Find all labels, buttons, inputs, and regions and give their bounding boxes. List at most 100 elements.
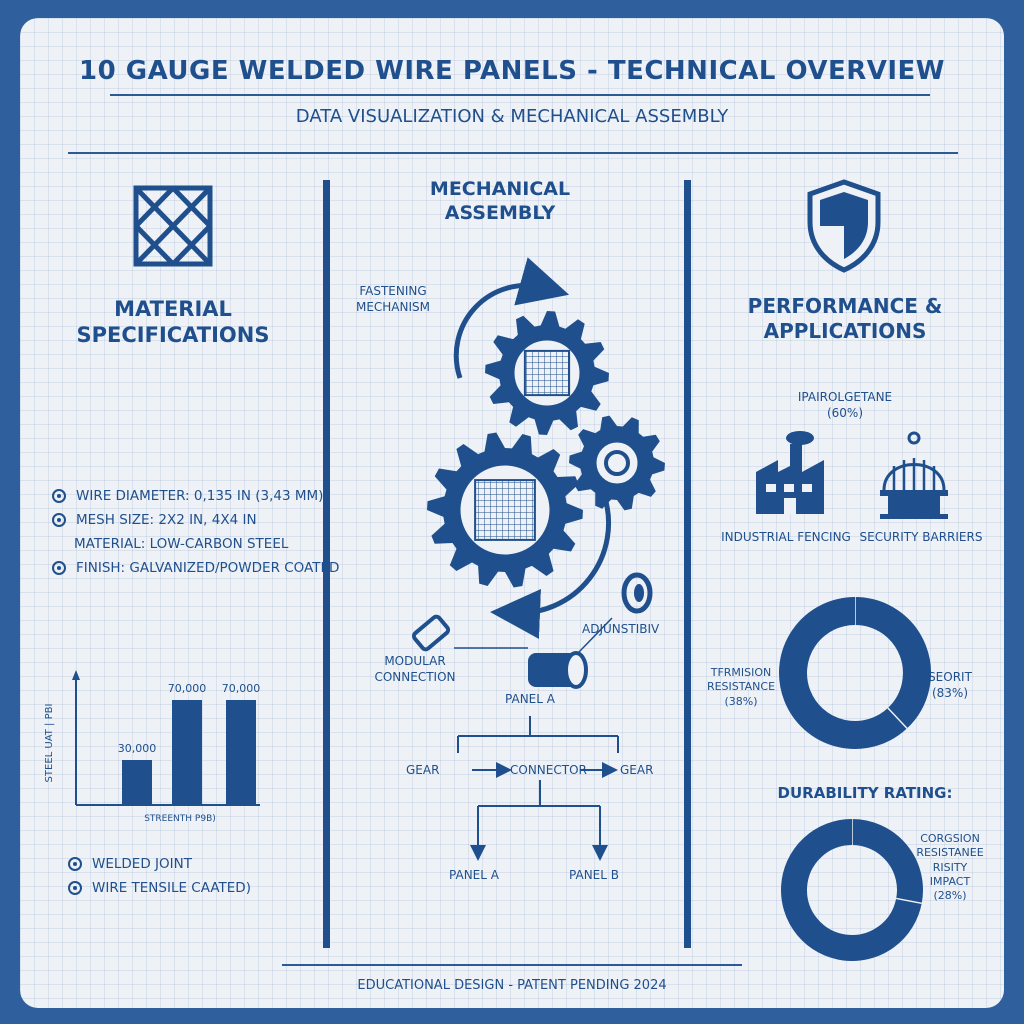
modular-label-line2: CONNECTION <box>374 669 456 684</box>
donut2-label-line2: RESISTANEE <box>916 846 984 860</box>
fastening-label-line2: MECHANISM <box>355 299 431 314</box>
footer-divider <box>282 964 742 966</box>
page-title: 10 GAUGE WELDED WIRE PANELS - TECHNICAL … <box>79 56 945 86</box>
fastening-label: FASTENING MECHANISM <box>338 284 448 315</box>
legend-item: WIRE TENSILE CAATED) <box>68 880 251 896</box>
shield-icon <box>807 179 881 273</box>
bolt-icon <box>411 614 451 652</box>
donut-slice <box>779 597 908 749</box>
wire-mesh-icon <box>133 185 213 267</box>
bar <box>172 700 202 805</box>
resistance-donut-chart <box>779 597 931 749</box>
column-divider-right <box>684 180 691 948</box>
gear-bullet-icon <box>52 561 66 575</box>
spec-finish: FINISH: GALVANIZED/POWDER COATED <box>76 560 340 576</box>
donut2-label-line4: IMPACT <box>929 874 971 888</box>
connector-cylinder-icon <box>528 651 588 689</box>
legend-welded-joint: WELDED JOINT <box>92 856 192 872</box>
performance-top-label: IPAIROLGETANE (60%) <box>780 390 910 421</box>
donut1-right-label-line2: (83%) <box>931 685 969 700</box>
footer-text: EDUCATIONAL DESIGN - PATENT PENDING 2024 <box>357 978 667 993</box>
blueprint-sheet: 10 GAUGE WELDED WIRE PANELS - TECHNICAL … <box>20 18 1004 1008</box>
gear-bullet-icon <box>52 513 66 527</box>
bar <box>226 700 256 805</box>
x-axis-label: STREENTH P9B) <box>144 814 216 824</box>
gear-small-icon <box>569 415 665 511</box>
gear-top-icon <box>485 311 609 435</box>
leader-line <box>577 617 613 654</box>
y-axis-arrow-icon <box>72 670 80 680</box>
legend-wire-tensile: WIRE TENSILE CAATED) <box>92 880 251 896</box>
title-underline <box>110 94 930 96</box>
bar-value-label: 70,000 <box>222 682 261 695</box>
donut2-label: CORGSION RESISTANEE RISITY IMPACT (28%) <box>910 832 990 903</box>
adjuster-cap-icon <box>621 572 653 614</box>
material-specs-heading: MATERIAL SPECIFICATIONS <box>60 296 286 349</box>
adjustable-label: ADJUNSTIBIV <box>582 622 660 636</box>
mechanical-assembly-heading-line2: ASSEMBLY <box>444 201 556 224</box>
material-specs-heading-line2: SPECIFICATIONS <box>76 323 270 348</box>
performance-heading: PERFORMANCE & APPLICATIONS <box>720 294 970 344</box>
mechanical-assembly-heading-line1: MECHANICAL <box>429 178 571 200</box>
bar-value-label: 70,000 <box>168 682 207 695</box>
flow-connector: CONNECTOR <box>510 763 587 777</box>
security-cage-icon <box>880 431 948 519</box>
app-industrial-fencing: INDUSTRIAL FENCING <box>721 530 851 544</box>
donut1-left-label-line3: (38%) <box>724 694 758 708</box>
column-divider-left <box>323 180 330 948</box>
donut1-right-label-line1: SEORIT <box>928 670 972 684</box>
donut-slice <box>851 819 923 904</box>
gear-bullet-icon <box>68 881 82 895</box>
y-axis-label: STEEL UAT | PBI <box>44 704 55 783</box>
donut2-label-line3: RISITY <box>932 860 968 874</box>
performance-heading-line2: APPLICATIONS <box>763 319 927 343</box>
durability-title: DURABILITY RATING: <box>777 784 953 802</box>
donut-slice <box>854 597 931 729</box>
spec-mesh-size: MESH SIZE: 2X2 IN, 4X4 IN <box>76 512 257 528</box>
modular-connection-label: MODULAR CONNECTION <box>360 654 470 685</box>
gear-large-icon <box>427 432 583 588</box>
gear-bullet-icon <box>68 857 82 871</box>
donut-slice <box>781 819 922 961</box>
bar-value-label: 30,000 <box>118 742 157 755</box>
factory-icon <box>756 431 824 514</box>
spec-item: FINISH: GALVANIZED/POWDER COATED <box>52 560 339 576</box>
spec-material: MATERIAL: LOW-CARBON STEEL <box>74 536 289 552</box>
flow-panel-a-top: PANEL A <box>505 692 555 706</box>
rotation-arrow-icon <box>453 257 570 379</box>
flow-panel-a-bottom: PANEL A <box>449 868 499 882</box>
flow-panel-b-bottom: PANEL B <box>569 868 619 882</box>
flow-gear-left: GEAR <box>406 763 440 777</box>
legend-item: WELDED JOINT <box>68 856 192 872</box>
gear-bullet-icon <box>52 489 66 503</box>
header-divider <box>68 152 958 154</box>
performance-top-label-line2: (60%) <box>826 405 864 420</box>
mechanical-assembly-heading: MECHANICAL ASSEMBLY <box>400 178 600 226</box>
modular-label-line1: MODULAR <box>384 654 446 668</box>
strength-bar-chart: STEEL UAT | PBI STREENTH P9B) 30,000 70,0… <box>44 670 261 824</box>
donut-slice-divider <box>896 897 922 905</box>
donut1-left-label: TFRMISION RESISTANCE (38%) <box>696 666 786 709</box>
durability-donut-chart <box>781 819 923 961</box>
app-security-barriers: SECURITY BARRIERS <box>859 530 983 544</box>
material-specs-heading-line1: MATERIAL <box>114 297 232 321</box>
gear-assembly-illustration <box>411 257 665 689</box>
spec-wire-diameter: WIRE DIAMETER: 0,135 IN (3,43 MM) <box>76 488 324 504</box>
performance-top-label-line1: IPAIROLGETANE <box>797 390 893 404</box>
spec-item: MATERIAL: LOW-CARBON STEEL <box>74 536 288 552</box>
donut1-left-label-line2: RESISTANCE <box>706 680 776 694</box>
rotation-arrow-icon <box>490 497 612 639</box>
assembly-flow-diagram <box>457 716 619 861</box>
donut1-left-label-line1: TFRMISION <box>710 666 772 679</box>
donut-slice-divider <box>887 707 908 729</box>
fastening-label-line1: FASTENING <box>359 284 427 298</box>
spec-item: WIRE DIAMETER: 0,135 IN (3,43 MM) <box>52 488 323 504</box>
flow-gear-right: GEAR <box>620 763 654 777</box>
donut1-right-label: SEORIT (83%) <box>920 670 980 701</box>
performance-heading-line1: PERFORMANCE & <box>747 294 943 318</box>
spec-item: MESH SIZE: 2X2 IN, 4X4 IN <box>52 512 257 528</box>
page-subtitle: DATA VISUALIZATION & MECHANICAL ASSEMBLY <box>295 106 729 127</box>
donut2-label-line1: CORGSION <box>920 832 980 845</box>
bar <box>122 760 152 805</box>
donut2-label-line5: (28%) <box>933 889 967 903</box>
